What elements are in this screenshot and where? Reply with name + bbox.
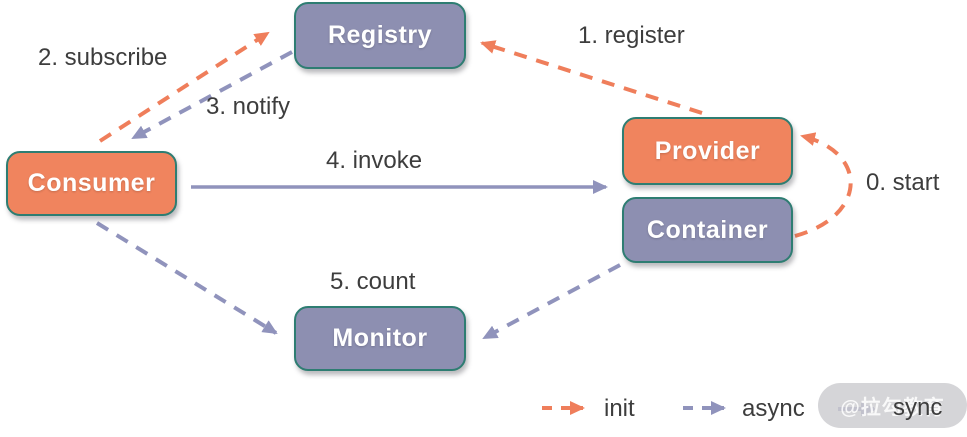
node-consumer-label: Consumer <box>27 169 156 197</box>
node-registry: Registry <box>294 2 466 69</box>
edge-label-count: 5. count <box>330 268 416 295</box>
edge-label-register: 1. register <box>578 22 685 49</box>
edge-label-notify: 3. notify <box>206 93 291 120</box>
node-monitor: Monitor <box>294 306 466 371</box>
legend-sync-label: sync <box>893 394 943 421</box>
arrow-subscribe <box>98 31 270 143</box>
arrow-notify <box>131 50 293 140</box>
edge-label-start: 0. start <box>866 169 940 196</box>
legend-init-label: init <box>604 395 635 422</box>
edge-label-subscribe: 2. subscribe <box>38 44 168 71</box>
arrow-container-monitor <box>482 263 621 340</box>
watermark-pill: @拉勾教育 <box>818 383 967 428</box>
legend-async-label: async <box>742 395 805 422</box>
node-monitor-label: Monitor <box>332 324 428 352</box>
node-provider-label: Provider <box>654 136 761 165</box>
edge-label-invoke: 4. invoke <box>326 147 423 174</box>
arrow-register <box>480 40 703 115</box>
arrow-start <box>794 132 853 238</box>
node-container: Container <box>622 197 793 263</box>
arrow-count-consumer-monitor <box>95 221 278 335</box>
node-consumer: Consumer <box>6 151 177 216</box>
node-container-label: Container <box>646 215 769 244</box>
node-provider: Provider <box>622 117 793 185</box>
node-registry-label: Registry <box>327 21 433 49</box>
